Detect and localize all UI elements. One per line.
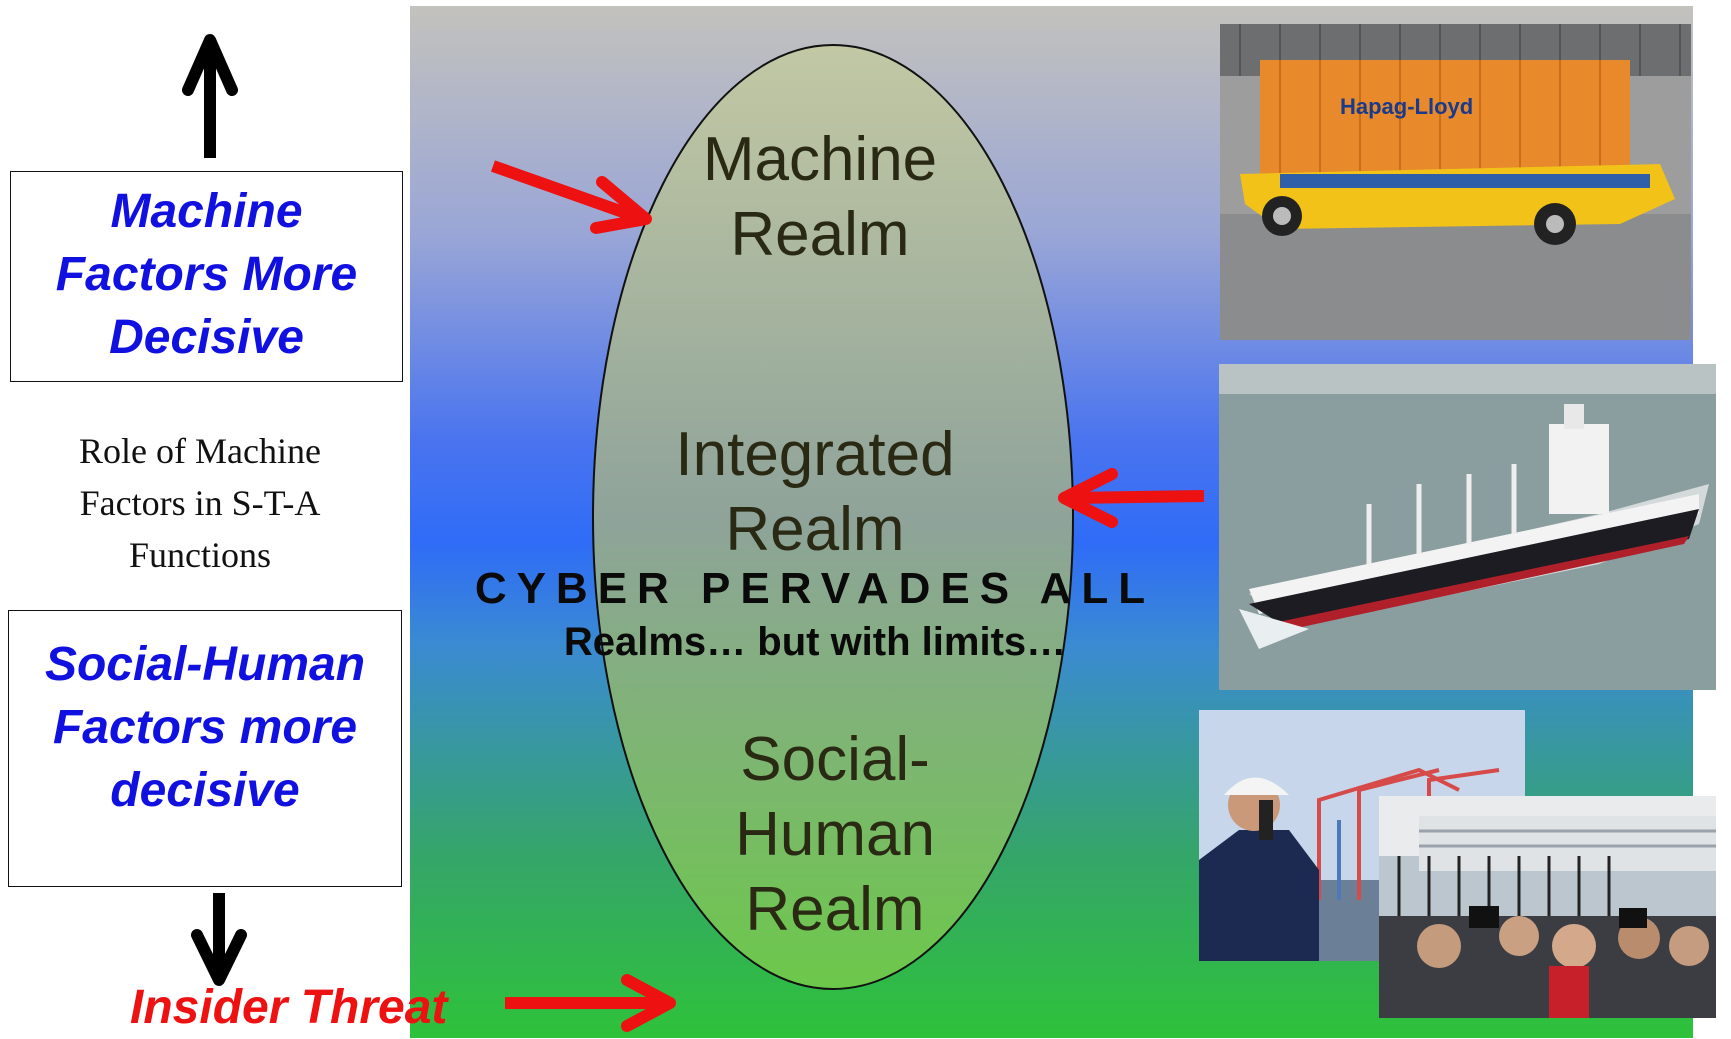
red-arrow-machine-icon — [490, 160, 652, 234]
social-realm-line-1: Social- — [740, 725, 930, 794]
machine-realm-line-2: Realm — [730, 200, 910, 269]
red-arrow-integrated-icon — [1058, 468, 1205, 528]
machine-realm-line-1: Machine — [702, 125, 938, 194]
up-arrow-icon — [182, 34, 238, 158]
social-human-realm-label: Social- Human Realm — [675, 722, 995, 947]
down-arrow-icon — [191, 893, 247, 986]
machine-factors-line-2: Factors More — [55, 248, 358, 301]
social-realm-line-2: Human — [735, 800, 935, 869]
machine-factors-line-3: Decisive — [109, 311, 304, 364]
social-realm-line-3: Realm — [745, 875, 925, 944]
container-logo-text: Hapag-Lloyd — [1340, 94, 1473, 119]
machine-realm-label: Machine Realm — [660, 122, 980, 272]
role-line-3: Functions — [128, 535, 271, 575]
integrated-realm-line-1: Integrated — [675, 420, 955, 489]
cargo-ship-photo — [1219, 364, 1716, 690]
social-human-line-3: decisive — [110, 764, 300, 817]
role-caption: Role of Machine Factors in S-T-A Functio… — [20, 425, 380, 581]
machine-factors-box: Machine Factors More Decisive — [10, 171, 403, 382]
integrated-realm-label: Integrated Realm — [640, 417, 990, 567]
insider-threat-label: Insider Threat — [130, 981, 448, 1034]
social-human-line-1: Social-Human — [44, 638, 366, 691]
cyber-line-2: Realms… but with limits… — [563, 620, 1067, 664]
role-line-1: Role of Machine — [79, 431, 321, 471]
container-vehicle-photo: Hapag-Lloyd — [1220, 24, 1691, 340]
red-arrow-insider-icon — [505, 974, 676, 1032]
social-human-line-2: Factors more — [52, 701, 358, 754]
cyber-pervades-caption: CYBER PERVADES ALL Realms… but with limi… — [420, 562, 1210, 668]
integrated-realm-line-2: Realm — [725, 495, 905, 564]
cyber-line-1: CYBER PERVADES ALL — [474, 564, 1156, 613]
social-human-factors-box: Social-Human Factors more decisive — [8, 610, 402, 887]
role-line-2: Factors in S-T-A — [79, 483, 321, 523]
realm-ellipse — [592, 44, 1074, 990]
machine-factors-line-1: Machine — [110, 185, 303, 238]
press-crowd-photo — [1379, 796, 1716, 1018]
